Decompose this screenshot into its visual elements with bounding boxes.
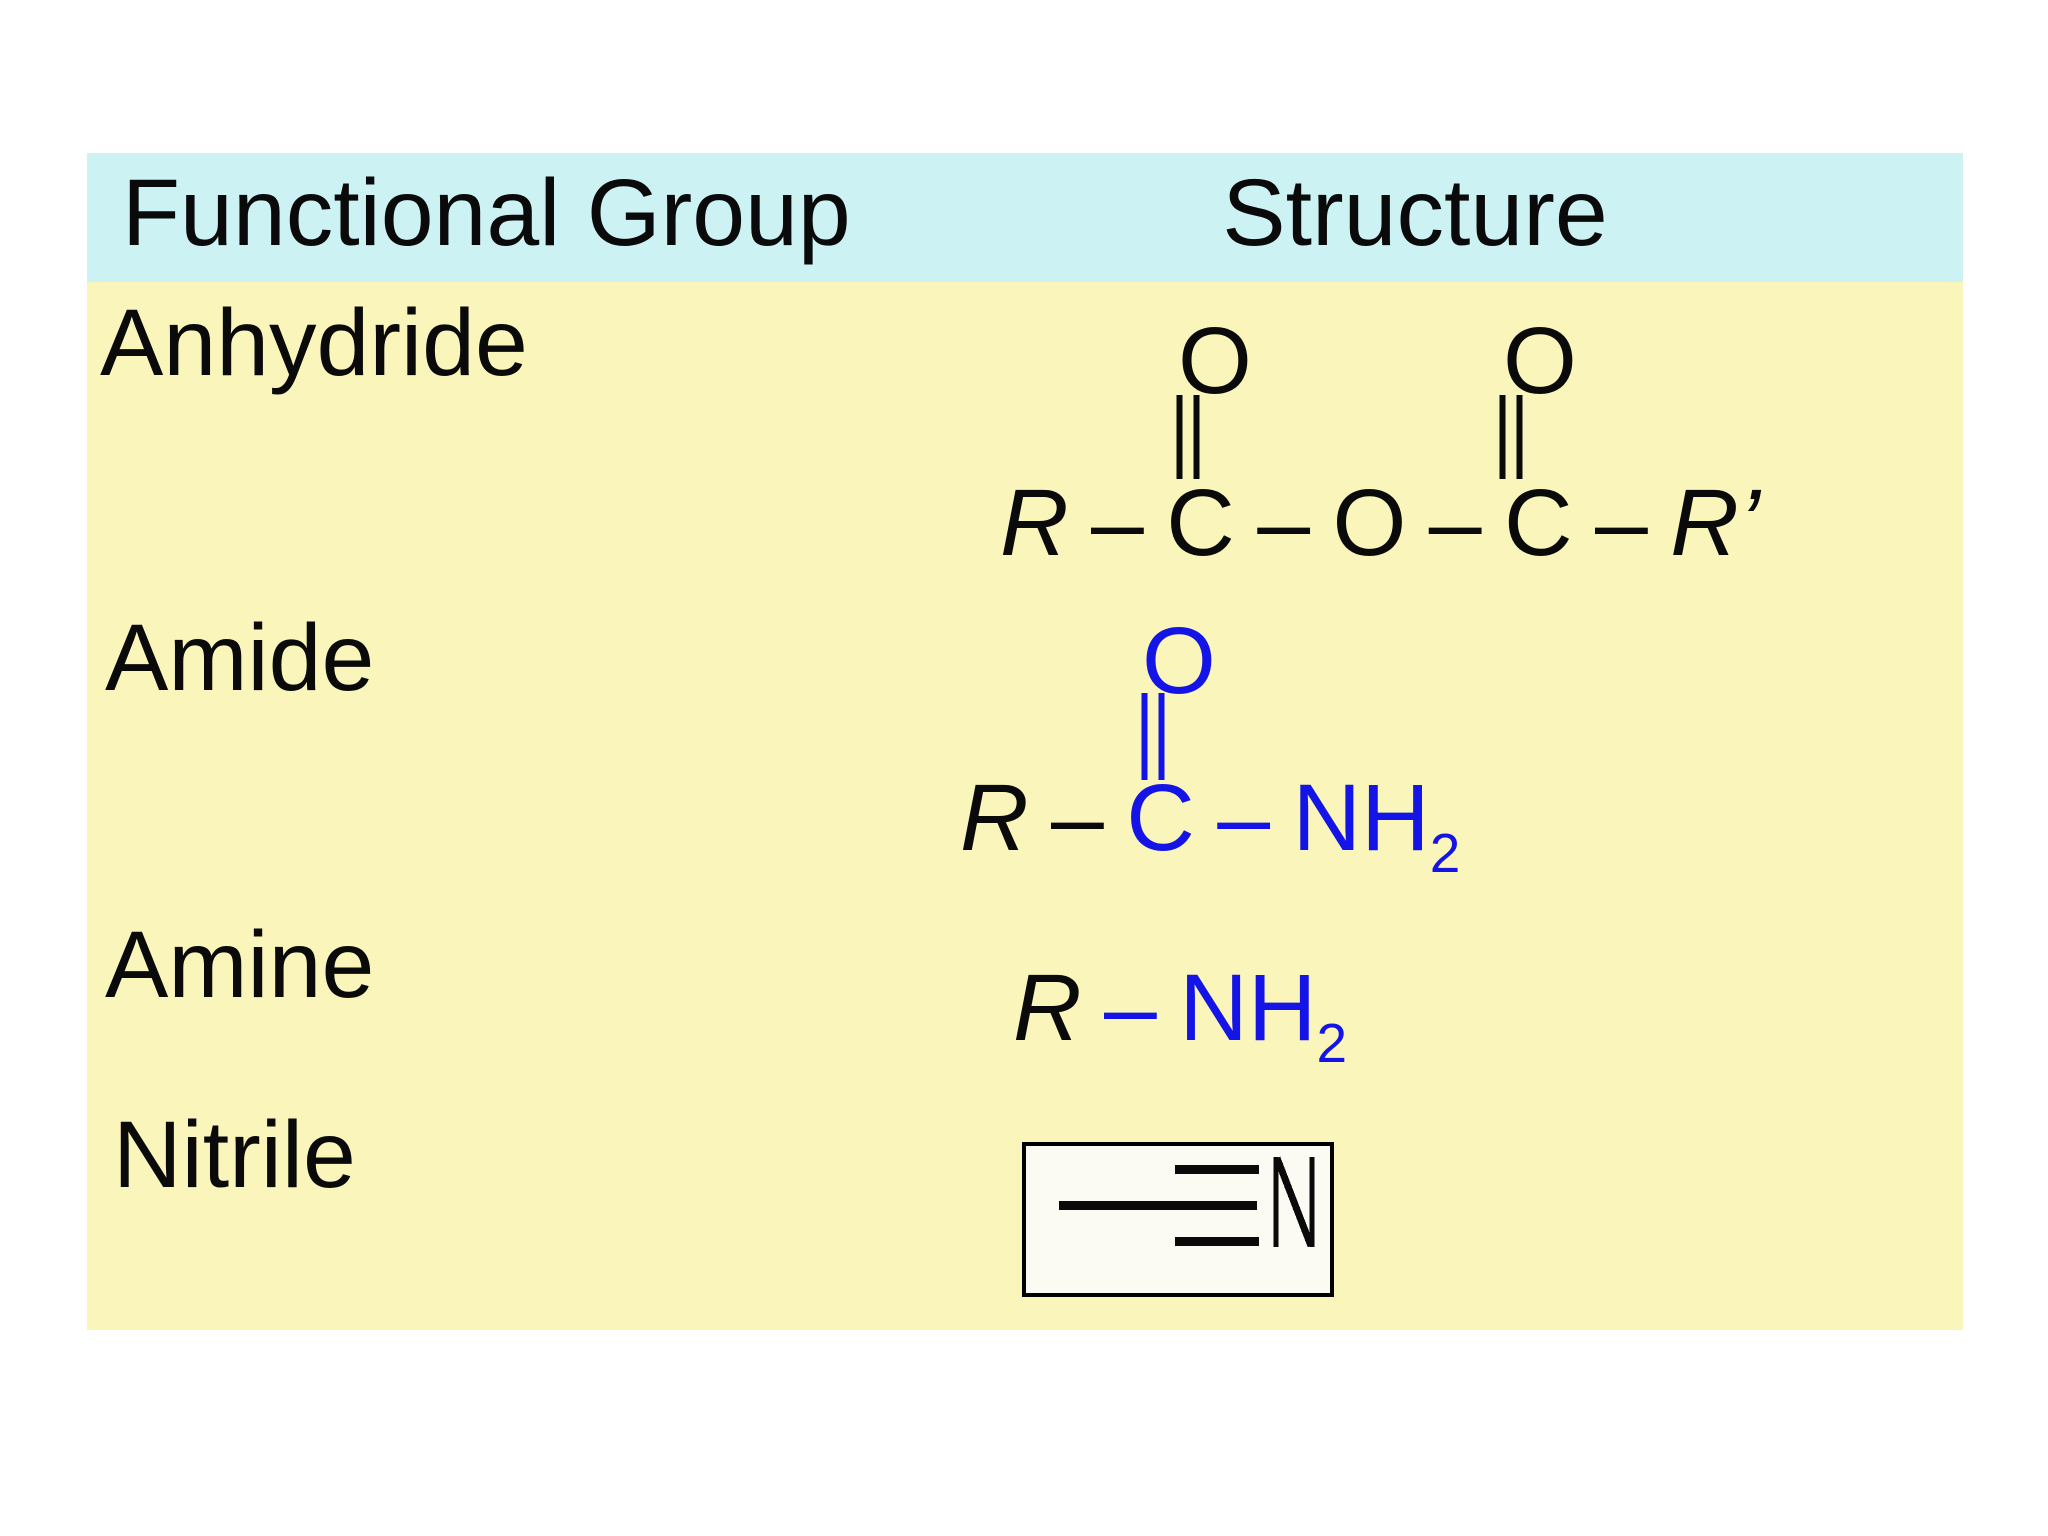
- amine-blue-chain: – NH2: [1104, 955, 1347, 1071]
- amide-carbonyl-oxygen: O: [1142, 608, 1216, 714]
- anhydride-carbonyl-oxygen-left: O: [1178, 308, 1252, 414]
- nitrile-nitrogen-letter: [1273, 1156, 1315, 1248]
- nitrile-structure-box: N: [1022, 1142, 1334, 1297]
- amide-formula: R – C – NH2: [960, 771, 1460, 881]
- row-label-amide: Amide: [105, 605, 375, 711]
- amide-subscript: 2: [1429, 822, 1461, 884]
- anhydride-double-bond-right: [1499, 395, 1523, 479]
- anhydride-r-group: R: [1000, 470, 1069, 576]
- nitrile-single-bond: [1059, 1201, 1257, 1210]
- anhydride-r-prime-group: R’: [1670, 470, 1760, 576]
- amide-blue-chain: C – NH2: [1126, 765, 1460, 881]
- amide-double-bond: [1141, 693, 1165, 780]
- anhydride-double-bond-left: [1176, 395, 1200, 479]
- table-header-background: [87, 153, 1963, 282]
- header-structure: Structure: [1222, 160, 1608, 266]
- amide-c-nh: C – NH: [1126, 765, 1430, 871]
- anhydride-formula: R – C – O – C – R’: [1000, 476, 1760, 571]
- amine-r-group: R: [1013, 955, 1082, 1061]
- amine-formula: R – NH2: [1013, 961, 1347, 1071]
- nitrile-triple-bond-bottom: [1175, 1237, 1259, 1246]
- row-label-anhydride: Anhydride: [100, 290, 528, 396]
- amine-nh: – NH: [1104, 955, 1317, 1061]
- header-functional-group: Functional Group: [122, 160, 851, 266]
- amine-subscript: 2: [1316, 1012, 1348, 1074]
- nitrile-triple-bond-top: [1175, 1165, 1259, 1174]
- row-label-amine: Amine: [105, 912, 375, 1018]
- anhydride-carbonyl-oxygen-right: O: [1503, 308, 1577, 414]
- table-body-background: [87, 153, 1963, 1330]
- amide-bond-dash: –: [1051, 765, 1104, 871]
- row-label-nitrile: Nitrile: [113, 1102, 356, 1208]
- anhydride-chain: – C – O – C –: [1091, 470, 1648, 576]
- amide-r-group: R: [960, 765, 1029, 871]
